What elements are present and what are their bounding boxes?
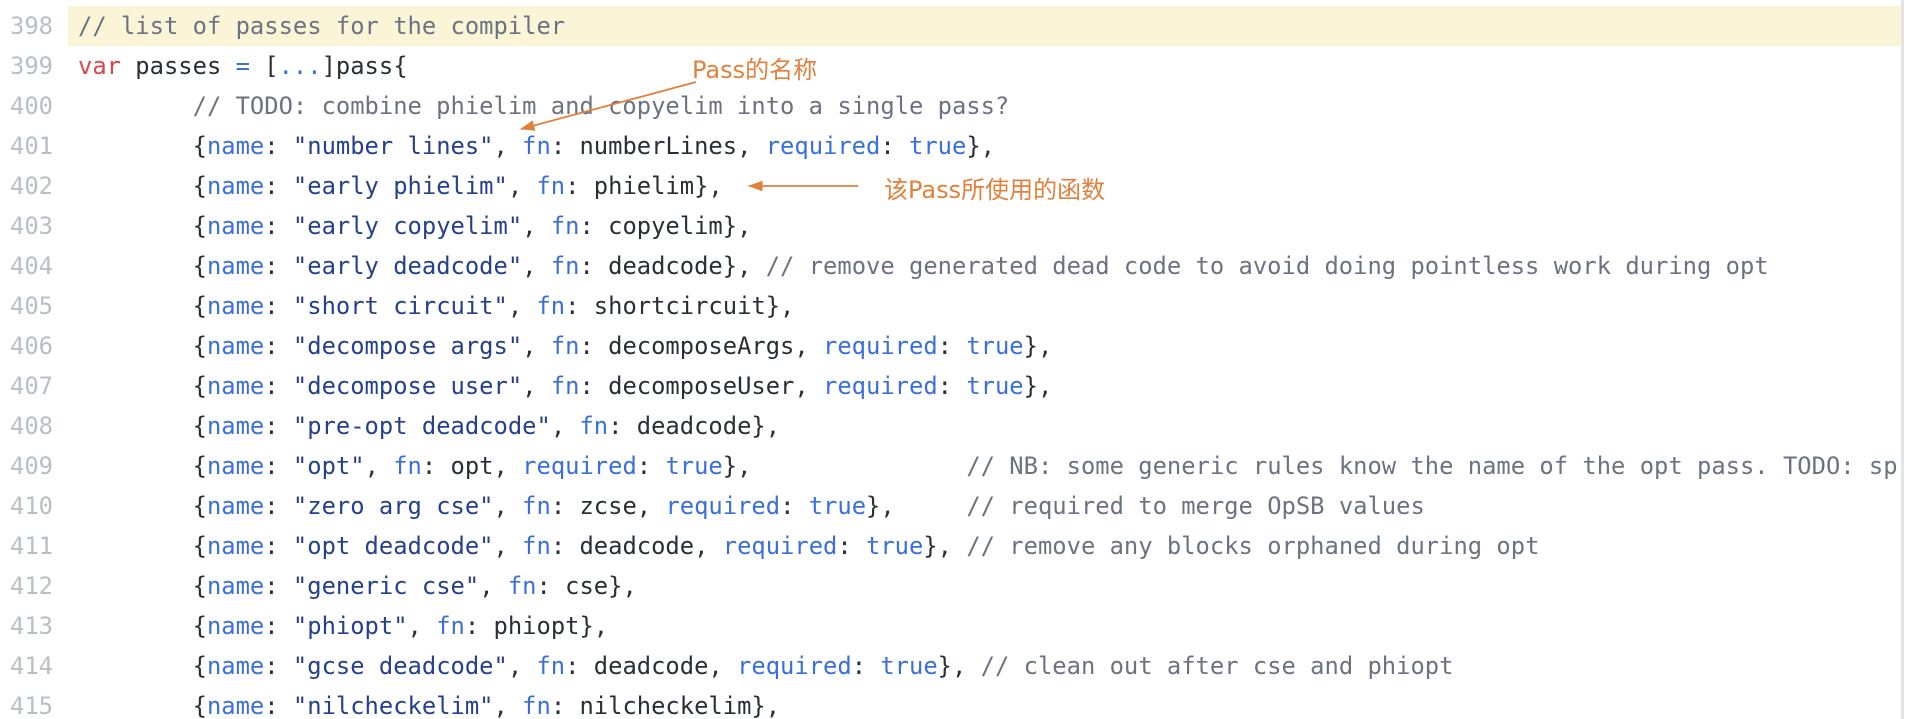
code-text: var passes = [...]pass{: [78, 52, 408, 80]
code-line-406: 406 {name: "decompose args", fn: decompo…: [0, 326, 1901, 366]
code-text: {name: "early deadcode", fn: deadcode}, …: [78, 252, 1769, 280]
code-text: {name: "zero arg cse", fn: zcse, require…: [78, 492, 1425, 520]
code-line-408: 408 {name: "pre-opt deadcode", fn: deadc…: [0, 406, 1901, 446]
line-number-408[interactable]: 408: [10, 412, 53, 440]
code-text: {name: "decompose user", fn: decomposeUs…: [78, 372, 1053, 400]
right-border: [1901, 0, 1904, 719]
code-text: {name: "opt", fn: opt, required: true}, …: [78, 452, 1898, 480]
code-line-405: 405 {name: "short circuit", fn: shortcir…: [0, 286, 1901, 326]
code-text: // list of passes for the compiler: [68, 6, 1901, 46]
code-text: {name: "gcse deadcode", fn: deadcode, re…: [78, 652, 1454, 680]
code-text: {name: "decompose args", fn: decomposeAr…: [78, 332, 1053, 360]
line-number-412[interactable]: 412: [10, 572, 53, 600]
line-number-401[interactable]: 401: [10, 132, 53, 160]
code-line-403: 403 {name: "early copyelim", fn: copyeli…: [0, 206, 1901, 246]
code-line-402: 402 {name: "early phielim", fn: phielim}…: [0, 166, 1901, 206]
line-number-414[interactable]: 414: [10, 652, 53, 680]
annotation-pass-name-label: Pass的名称: [692, 56, 818, 84]
line-number-411[interactable]: 411: [10, 532, 53, 560]
code-text: {name: "generic cse", fn: cse},: [78, 572, 637, 600]
code-line-413: 413 {name: "phiopt", fn: phiopt},: [0, 606, 1901, 646]
code-line-414: 414 {name: "gcse deadcode", fn: deadcode…: [0, 646, 1901, 686]
line-number-403[interactable]: 403: [10, 212, 53, 240]
code-text: // TODO: combine phielim and copyelim in…: [192, 92, 1010, 120]
code-line-407: 407 {name: "decompose user", fn: decompo…: [0, 366, 1901, 406]
code-line-412: 412 {name: "generic cse", fn: cse},: [0, 566, 1901, 606]
code-text: {name: "pre-opt deadcode", fn: deadcode}…: [78, 412, 781, 440]
line-number-415[interactable]: 415: [10, 692, 53, 719]
annotation-pass-fn-label: 该Pass所使用的函数: [884, 176, 1106, 204]
line-number-404[interactable]: 404: [10, 252, 53, 280]
code-line-398: 398 // list of passes for the compiler: [0, 6, 1901, 46]
code-text: {name: "number lines", fn: numberLines, …: [78, 132, 995, 160]
code-text: {name: "nilcheckelim", fn: nilcheckelim}…: [78, 692, 781, 719]
line-number-402[interactable]: 402: [10, 172, 53, 200]
code-line-400: 400 // TODO: combine phielim and copyeli…: [0, 86, 1901, 126]
code-text: {name: "short circuit", fn: shortcircuit…: [78, 292, 795, 320]
code-line-410: 410 {name: "zero arg cse", fn: zcse, req…: [0, 486, 1901, 526]
code-text: {name: "early copyelim", fn: copyelim},: [78, 212, 752, 240]
code-line-409: 409 {name: "opt", fn: opt, required: tru…: [0, 446, 1901, 486]
code-line-401: 401 {name: "number lines", fn: numberLin…: [0, 126, 1901, 166]
code-line-411: 411 {name: "opt deadcode", fn: deadcode,…: [0, 526, 1901, 566]
code-line-415: 415 {name: "nilcheckelim", fn: nilchecke…: [0, 686, 1901, 719]
code-text: {name: "opt deadcode", fn: deadcode, req…: [78, 532, 1540, 560]
line-number-413[interactable]: 413: [10, 612, 53, 640]
line-number-409[interactable]: 409: [10, 452, 53, 480]
code-line-404: 404 {name: "early deadcode", fn: deadcod…: [0, 246, 1901, 286]
line-number-398[interactable]: 398: [10, 12, 53, 40]
line-number-405[interactable]: 405: [10, 292, 53, 320]
code-text: {name: "phiopt", fn: phiopt},: [78, 612, 609, 640]
line-number-399[interactable]: 399: [10, 52, 53, 80]
line-number-407[interactable]: 407: [10, 372, 53, 400]
line-number-410[interactable]: 410: [10, 492, 53, 520]
code-text: {name: "early phielim", fn: phielim},: [78, 172, 723, 200]
code-line-399: 399 var passes = [...]pass{: [0, 46, 1901, 86]
line-number-400[interactable]: 400: [10, 92, 53, 120]
line-number-406[interactable]: 406: [10, 332, 53, 360]
